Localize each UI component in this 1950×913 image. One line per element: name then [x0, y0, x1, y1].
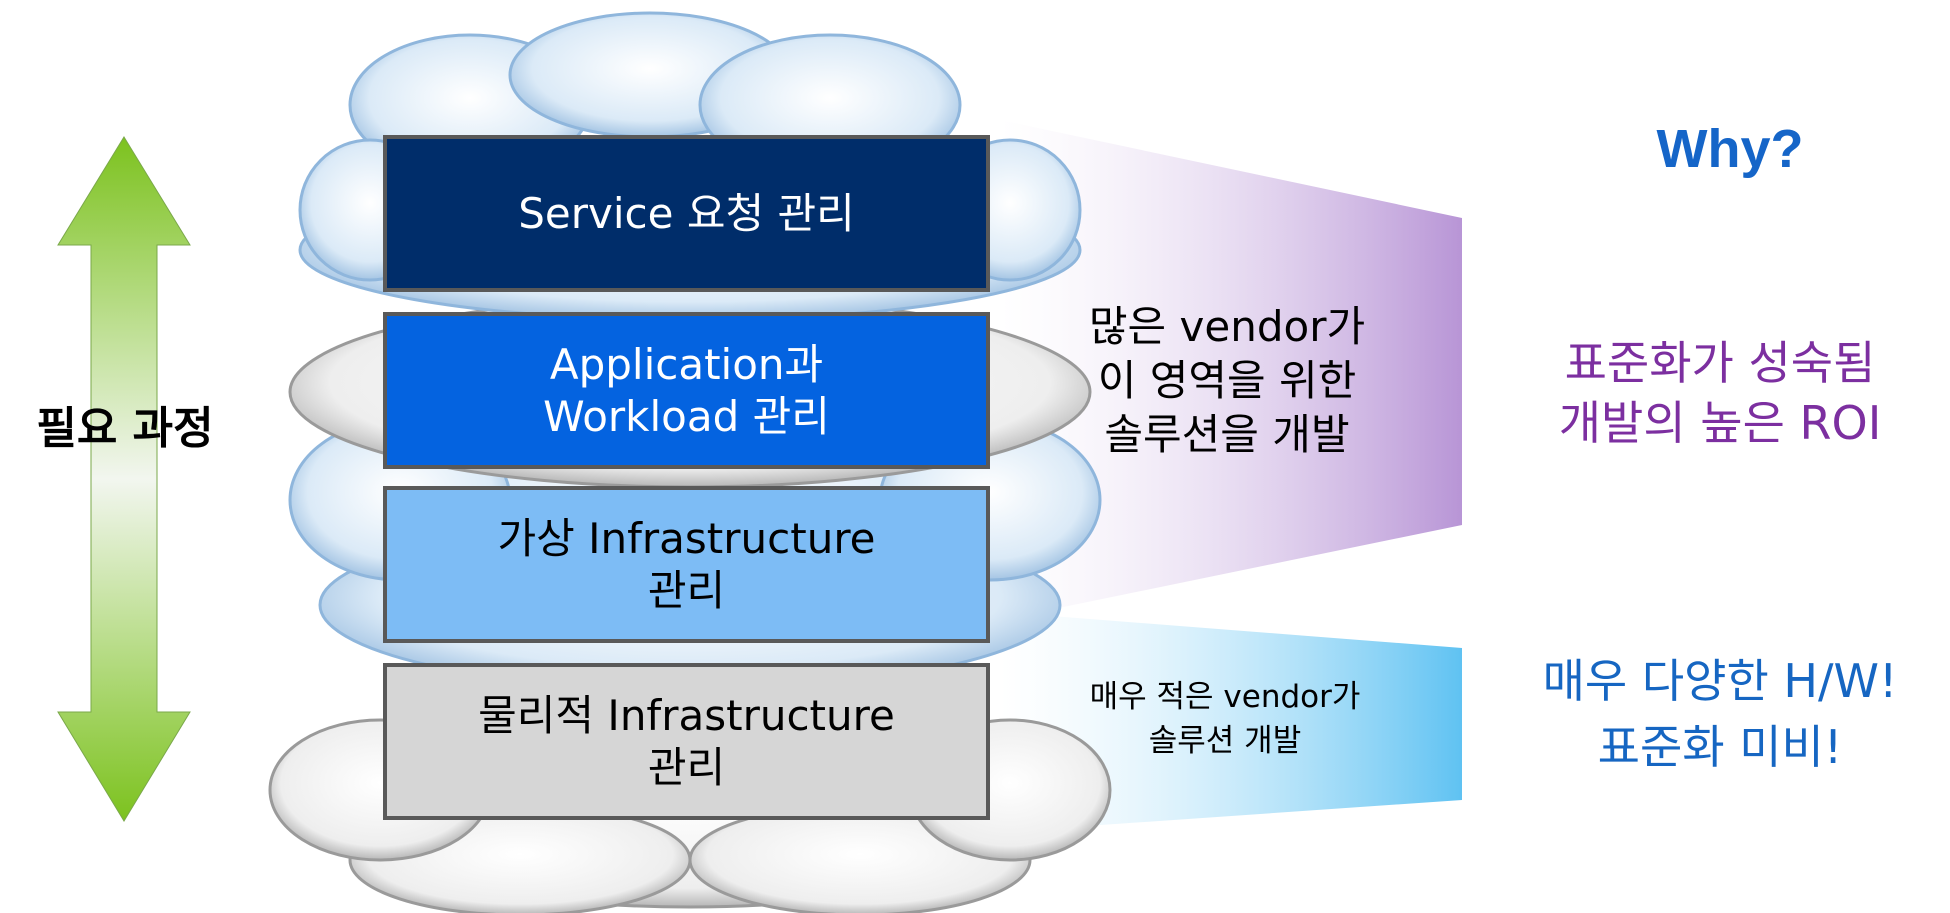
side-label: 필요 과정	[36, 403, 214, 454]
layer-label: 물리적 Infrastructure 관리	[478, 690, 895, 792]
layer-physical-infrastructure: 물리적 Infrastructure 관리	[383, 663, 990, 820]
callout-blue-shape	[1000, 612, 1462, 832]
standardized-text: 표준화가 성숙됨 개발의 높은 ROI	[1558, 336, 1882, 450]
double-arrow-icon	[57, 136, 191, 822]
callout-purple-shape	[1000, 120, 1462, 620]
why-title: Why?	[1656, 119, 1804, 179]
layer-service-request: Service 요청 관리	[383, 135, 990, 292]
layer-virtual-infrastructure: 가상 Infrastructure 관리	[383, 486, 990, 643]
layer-application-workload: Application과 Workload 관리	[383, 312, 990, 469]
layer-label: Service 요청 관리	[518, 188, 855, 238]
layer-label: Application과 Workload 관리	[543, 339, 830, 441]
diverse-hw-text: 매우 다양한 H/W! 표준화 미비!	[1542, 654, 1898, 774]
many-vendors-callout: 많은 vendor가 이 영역을 위한 솔루션을 개발	[1088, 302, 1366, 459]
few-vendors-callout: 매우 적은 vendor가 솔루션 개발	[1089, 679, 1361, 759]
layer-label: 가상 Infrastructure 관리	[497, 513, 876, 615]
